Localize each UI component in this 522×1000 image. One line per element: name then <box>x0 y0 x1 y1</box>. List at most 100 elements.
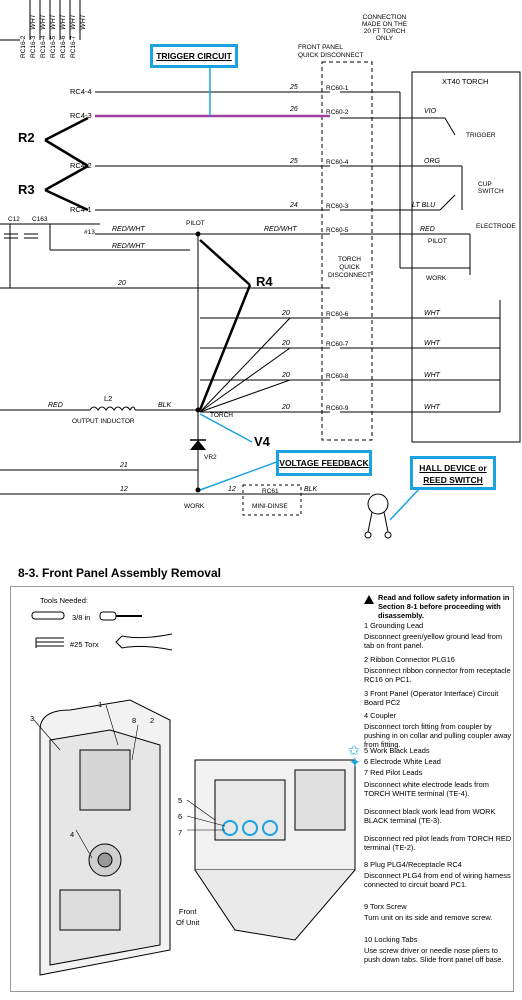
trigger-circuit-callout: TRIGGER CIRCUIT <box>150 44 238 68</box>
wire-number: 20 <box>282 372 290 379</box>
figure-callout-8: 8 <box>132 716 137 725</box>
wire-color: WHT <box>424 372 440 379</box>
rc60-5-pin: RC60-5 <box>326 227 349 234</box>
figure-callout-4: 4 <box>70 830 75 839</box>
v4-label: V4 <box>254 434 270 449</box>
step-title: 7 Red Pilot Leads <box>364 768 423 777</box>
step-text: Disconnect torch fitting from coupler by… <box>364 722 512 749</box>
front-of-unit-line: Front <box>178 907 197 916</box>
work-node-label: WORK <box>184 503 205 510</box>
c163-label: C163 <box>32 216 48 223</box>
detail-illustration <box>186 759 356 941</box>
tool-size-wrench: 3/8 in <box>72 613 91 622</box>
wire-number: 25 <box>290 158 298 165</box>
wht-label: WHT <box>70 14 77 30</box>
wire-color: RED <box>48 402 63 409</box>
electrode-label: ELECTRODE <box>476 223 516 230</box>
figure-callout-2: 2 <box>150 716 155 725</box>
wire-number: 12 <box>228 486 236 493</box>
wire-color: BLK <box>304 486 318 493</box>
r2-label: R2 <box>18 130 35 145</box>
rc16-7-label: RC16-7 <box>70 35 77 58</box>
rc60-7-pin: RC60-7 <box>326 341 349 348</box>
figure-callout-3: 3 <box>30 714 35 723</box>
wire-color: BLK <box>158 402 172 409</box>
star-icon: ✩ <box>348 742 360 758</box>
connection-note-line: MADE ON THE <box>362 21 408 28</box>
wire-color: RED/WHT <box>264 226 297 233</box>
wire-color: RED/WHT <box>112 226 145 233</box>
front-of-unit-line: Of Unit <box>176 918 200 927</box>
wire-color: VIO <box>424 108 437 115</box>
figure-callout-5: 5 <box>178 796 183 805</box>
wire-number: 25 <box>290 84 298 91</box>
tqd-line: TORCH <box>337 256 361 263</box>
torch-pilot-label: PILOT <box>428 238 447 245</box>
output-inductor-label: OUTPUT INDUCTOR <box>72 418 135 425</box>
rc60-1-pin: RC60-1 <box>326 85 349 92</box>
cup-switch-line: SWITCH <box>478 188 504 195</box>
unit-illustration <box>33 699 171 976</box>
wire-color: LT BLU <box>412 202 436 209</box>
torch-node-label: TORCH <box>210 412 233 419</box>
cup-switch-label: CUP SWITCH <box>478 181 504 195</box>
step-title: 10 Locking Tabs <box>364 935 418 944</box>
wire-color: WHT <box>424 340 440 347</box>
wht-label: WHT <box>50 14 57 30</box>
connection-note-line: 20 FT TORCH <box>363 28 406 35</box>
wht-label: WHT <box>40 14 47 30</box>
rc60-3-pin: RC60-3 <box>326 203 349 210</box>
r4-label: R4 <box>256 274 273 289</box>
step-text: Disconnect PLG4 from end of wiring harne… <box>364 871 511 889</box>
wire-color: WHT <box>424 310 440 317</box>
figure-callout-6: 6 <box>178 812 183 821</box>
step-title: 3 Front Panel (Operator Interface) Circu… <box>364 689 499 707</box>
rc4-1-pin: RC4-1 <box>70 205 92 214</box>
rc60-9-pin: RC60-9 <box>326 405 349 412</box>
procedure-panel <box>10 586 514 992</box>
rc16-4-label: RC16-4 <box>40 35 47 58</box>
rc61-label: RC61 <box>262 488 279 495</box>
hall-device-line: HALL DEVICE or <box>419 463 487 473</box>
step-title: 1 Grounding Lead <box>364 621 424 630</box>
connection-note-line: ONLY <box>375 35 394 42</box>
rc4-4-pin: RC4-4 <box>70 87 92 96</box>
vr2-label: VR2 <box>204 454 217 461</box>
r3-label: R3 <box>18 182 35 197</box>
torch-work-label: WORK <box>426 275 447 282</box>
pin13-label: #13 <box>84 229 95 236</box>
rc60-4-pin: RC60-4 <box>326 159 349 166</box>
step-text: Disconnect red pilot leads from TORCH RE… <box>364 834 512 852</box>
tools-needed-label: Tools Needed: <box>40 596 88 605</box>
step-text: Disconnect white electrode leads from TO… <box>364 780 489 798</box>
step-title: 9 Torx Screw <box>364 902 407 911</box>
torch-title: XT40 TORCH <box>442 77 489 86</box>
torch-quick-disconnect: TORCH QUICK DISCONNECT <box>328 256 371 280</box>
step-title: 8 Plug PLG4/Receptacle RC4 <box>364 860 462 869</box>
wht-label: WHT <box>80 14 87 30</box>
step-title: 5 Work Black Leads <box>364 746 430 755</box>
tool-icons <box>31 611 173 651</box>
connection-note: CONNECTION MADE ON THE 20 FT TORCH ONLY <box>362 14 407 42</box>
warning-icon <box>364 595 374 604</box>
rc60-8-pin: RC60-8 <box>326 373 349 380</box>
wire-number: 24 <box>290 202 298 209</box>
rc16-5-label: RC16-5 <box>50 35 57 58</box>
step-text: Disconnect black work lead from WORK BLA… <box>364 807 496 825</box>
tqd-line: QUICK <box>339 264 360 271</box>
figure-callout-7: 7 <box>178 828 183 837</box>
wht-label: WHT <box>30 14 37 30</box>
rc16-6-label: RC16-6 <box>60 35 67 58</box>
c12-label: C12 <box>8 216 20 223</box>
connection-note-line: CONNECTION <box>362 14 407 21</box>
wire-number: 12 <box>120 486 128 493</box>
rc4-3-pin: RC4-3 <box>70 111 92 120</box>
figure-callout-1: 1 <box>98 700 103 709</box>
pliers-icon <box>115 633 173 651</box>
warning-text: Read and follow safety information in Se… <box>378 593 510 620</box>
front-panel-title-line: FRONT PANEL <box>298 44 343 51</box>
pilot-node-label: PILOT <box>186 220 205 227</box>
wire-number: 20 <box>282 310 290 317</box>
rc4-2-pin: RC4-2 <box>70 161 92 170</box>
step-text: Use screw driver or needle nose pliers t… <box>364 946 504 964</box>
